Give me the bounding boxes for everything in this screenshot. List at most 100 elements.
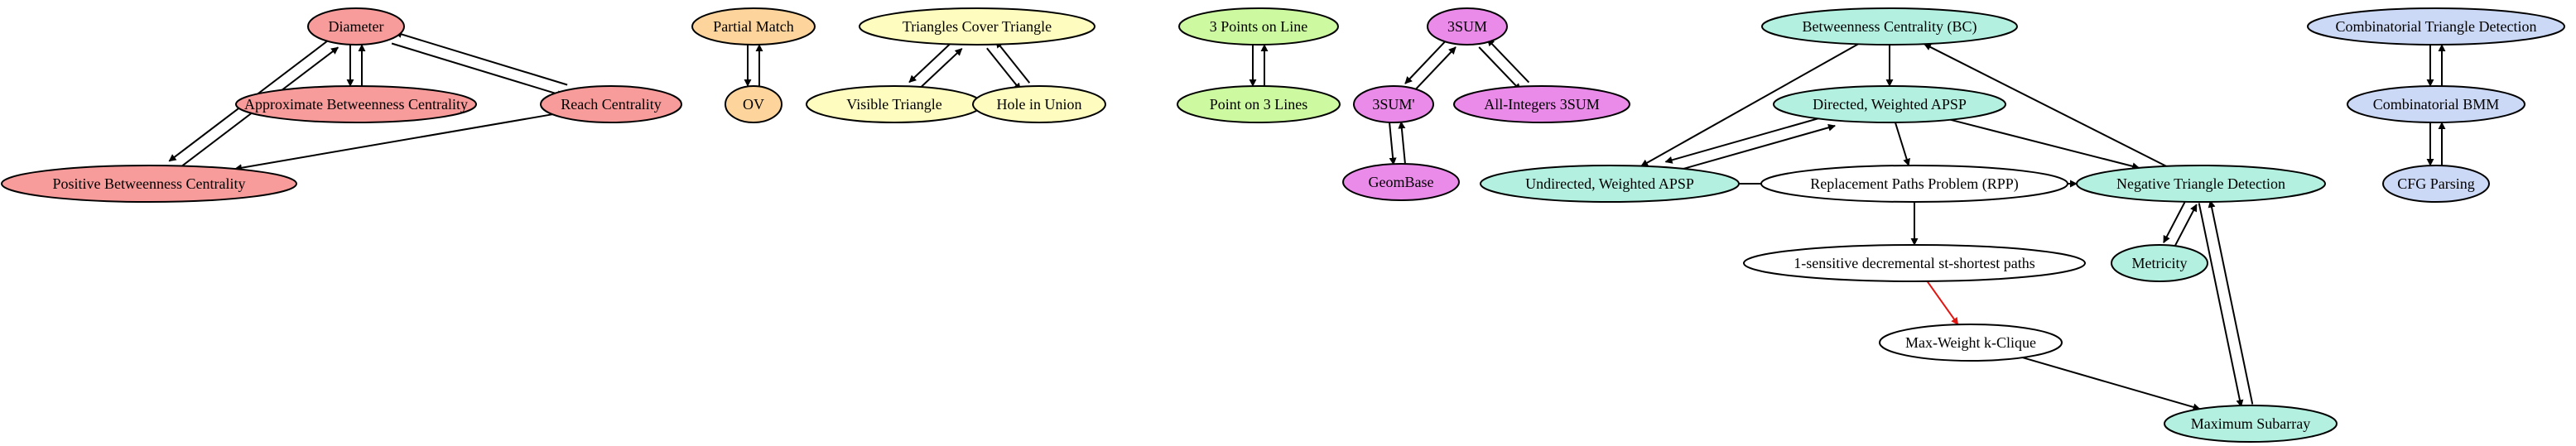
node-ellipse — [1743, 244, 2086, 282]
node-cfg: CFG Parsing — [2382, 165, 2490, 203]
node-label: 1-sensitive decremental st-shortest path… — [1794, 255, 2034, 271]
node-ntd: Negative Triangle Detection — [2076, 165, 2326, 203]
edge-metric-to-ntd — [2173, 204, 2198, 249]
node-mwk: Max-Weight k-Clique — [1879, 324, 2063, 362]
node-label: Triangles Cover Triangle — [903, 18, 1052, 35]
edge-dw-to-rpp — [1894, 122, 1910, 166]
edge-dw-to-ntd — [1950, 118, 2140, 170]
node-ctd: Combinatorial Triangle Detection — [2307, 7, 2565, 46]
node-label: Point on 3 Lines — [1210, 96, 1308, 113]
edge-msub-to-ntd — [2208, 199, 2254, 405]
node-one: 1-sensitive decremental st-shortest path… — [1743, 244, 2086, 282]
edge-bc-to-uw — [1640, 43, 1859, 167]
node-ellipse — [1427, 7, 1508, 46]
node-ellipse — [1342, 163, 1460, 201]
node-label: Visible Triangle — [846, 96, 941, 113]
edge-reach-to-diameter — [394, 31, 568, 86]
node-rpp: Replacement Paths Problem (RPP) — [1760, 165, 2068, 203]
edge-sum3p-to-sum3 — [1413, 46, 1457, 93]
edge-one-to-mwk — [1926, 281, 1959, 325]
node-uw: Undirected, Weighted APSP — [1480, 165, 1740, 203]
edge-mwk-to-msub — [2022, 357, 2201, 411]
edge-sum3p-to-geom — [1389, 122, 1397, 165]
node-label: Directed, Weighted APSP — [1813, 96, 1967, 113]
node-ellipse — [859, 7, 1095, 46]
node-ellipse — [691, 7, 816, 46]
node-bc: Betweenness Centrality (BC) — [1761, 7, 2018, 46]
node-dw: Directed, Weighted APSP — [1773, 85, 2006, 123]
node-bmm: Combinatorial BMM — [2347, 85, 2525, 123]
node-label: 3SUM' — [1372, 96, 1414, 113]
edge-ntd-to-metric — [2163, 199, 2188, 243]
edge-tct-to-vt — [908, 39, 955, 84]
node-label: Reach Centrality — [561, 96, 661, 113]
node-ellipse — [235, 85, 477, 123]
edges-layer — [168, 31, 2446, 411]
node-diameter: Diameter — [307, 7, 405, 46]
edge-ntd-to-bc — [1924, 43, 2167, 167]
node-label: Replacement Paths Problem (RPP) — [1810, 175, 2018, 193]
edge-geom-to-sum3p — [1398, 121, 1406, 164]
node-label: 3 Points on Line — [1210, 18, 1308, 35]
node-ellipse — [2347, 85, 2525, 123]
node-label: Positive Betweenness Centrality — [53, 175, 246, 192]
node-label: Undirected, Weighted APSP — [1525, 175, 1694, 192]
edge-hiu-to-tct — [995, 40, 1031, 84]
node-ellipse — [1, 165, 297, 203]
node-ellipse — [1761, 7, 2018, 46]
node-label: Combinatorial Triangle Detection — [2336, 18, 2537, 35]
node-ellipse — [2382, 165, 2490, 203]
node-tct: Triangles Cover Triangle — [859, 7, 1095, 46]
node-pbc: Positive Betweenness Centrality — [1, 165, 297, 203]
node-hiu: Hole in Union — [972, 85, 1106, 123]
node-ellipse — [2164, 405, 2338, 443]
node-label: 3SUM — [1447, 18, 1487, 35]
node-label: CFG Parsing — [2397, 175, 2475, 192]
node-ellipse — [2076, 165, 2326, 203]
node-ellipse — [725, 85, 782, 123]
node-label: OV — [743, 96, 764, 113]
node-abc: Approximate Betweenness Centrality — [235, 85, 477, 123]
node-geom: GeomBase — [1342, 163, 1460, 201]
node-reach: Reach Centrality — [540, 85, 682, 123]
node-vt: Visible Triangle — [806, 85, 983, 123]
node-allint: All-Integers 3SUM — [1453, 85, 1630, 123]
node-ellipse — [1177, 85, 1341, 123]
node-sum3p: 3SUM' — [1353, 85, 1434, 123]
node-label: Negative Triangle Detection — [2116, 175, 2285, 192]
node-p3l: 3 Points on Line — [1178, 7, 1339, 46]
node-sum3: 3SUM — [1427, 7, 1508, 46]
edge-tct-to-hiu — [986, 47, 1022, 91]
edge-reach-to-pbc — [234, 113, 553, 172]
node-label: Partial Match — [713, 18, 793, 35]
node-ellipse — [1879, 324, 2063, 362]
node-label: Combinatorial BMM — [2373, 96, 2500, 113]
node-ellipse — [1178, 7, 1339, 46]
node-label: Hole in Union — [997, 96, 1082, 113]
node-label: Metricity — [2132, 255, 2188, 271]
node-msub: Maximum Subarray — [2164, 405, 2338, 443]
node-po3: Point on 3 Lines — [1177, 85, 1341, 123]
node-ellipse — [2307, 7, 2565, 46]
node-ellipse — [2111, 244, 2208, 282]
node-ov: OV — [725, 85, 782, 123]
node-label: All-Integers 3SUM — [1484, 96, 1599, 113]
edge-dw-to-uw — [1664, 113, 1832, 164]
node-ellipse — [1453, 85, 1630, 123]
node-ellipse — [972, 85, 1106, 123]
edge-diameter-to-reach — [391, 42, 565, 98]
node-ellipse — [1760, 165, 2068, 203]
node-label: Maximum Subarray — [2191, 415, 2310, 432]
node-metric: Metricity — [2111, 244, 2208, 282]
edge-uw-to-dw — [1668, 123, 1836, 174]
node-ellipse — [540, 85, 682, 123]
node-label: Approximate Betweenness Centrality — [244, 96, 468, 113]
node-ellipse — [1353, 85, 1434, 123]
node-label: Diameter — [329, 18, 384, 35]
edge-allint-to-sum3 — [1486, 38, 1530, 84]
node-ellipse — [1480, 165, 1740, 203]
node-label: GeomBase — [1369, 174, 1434, 190]
edge-ntd-to-msub — [2198, 203, 2244, 408]
